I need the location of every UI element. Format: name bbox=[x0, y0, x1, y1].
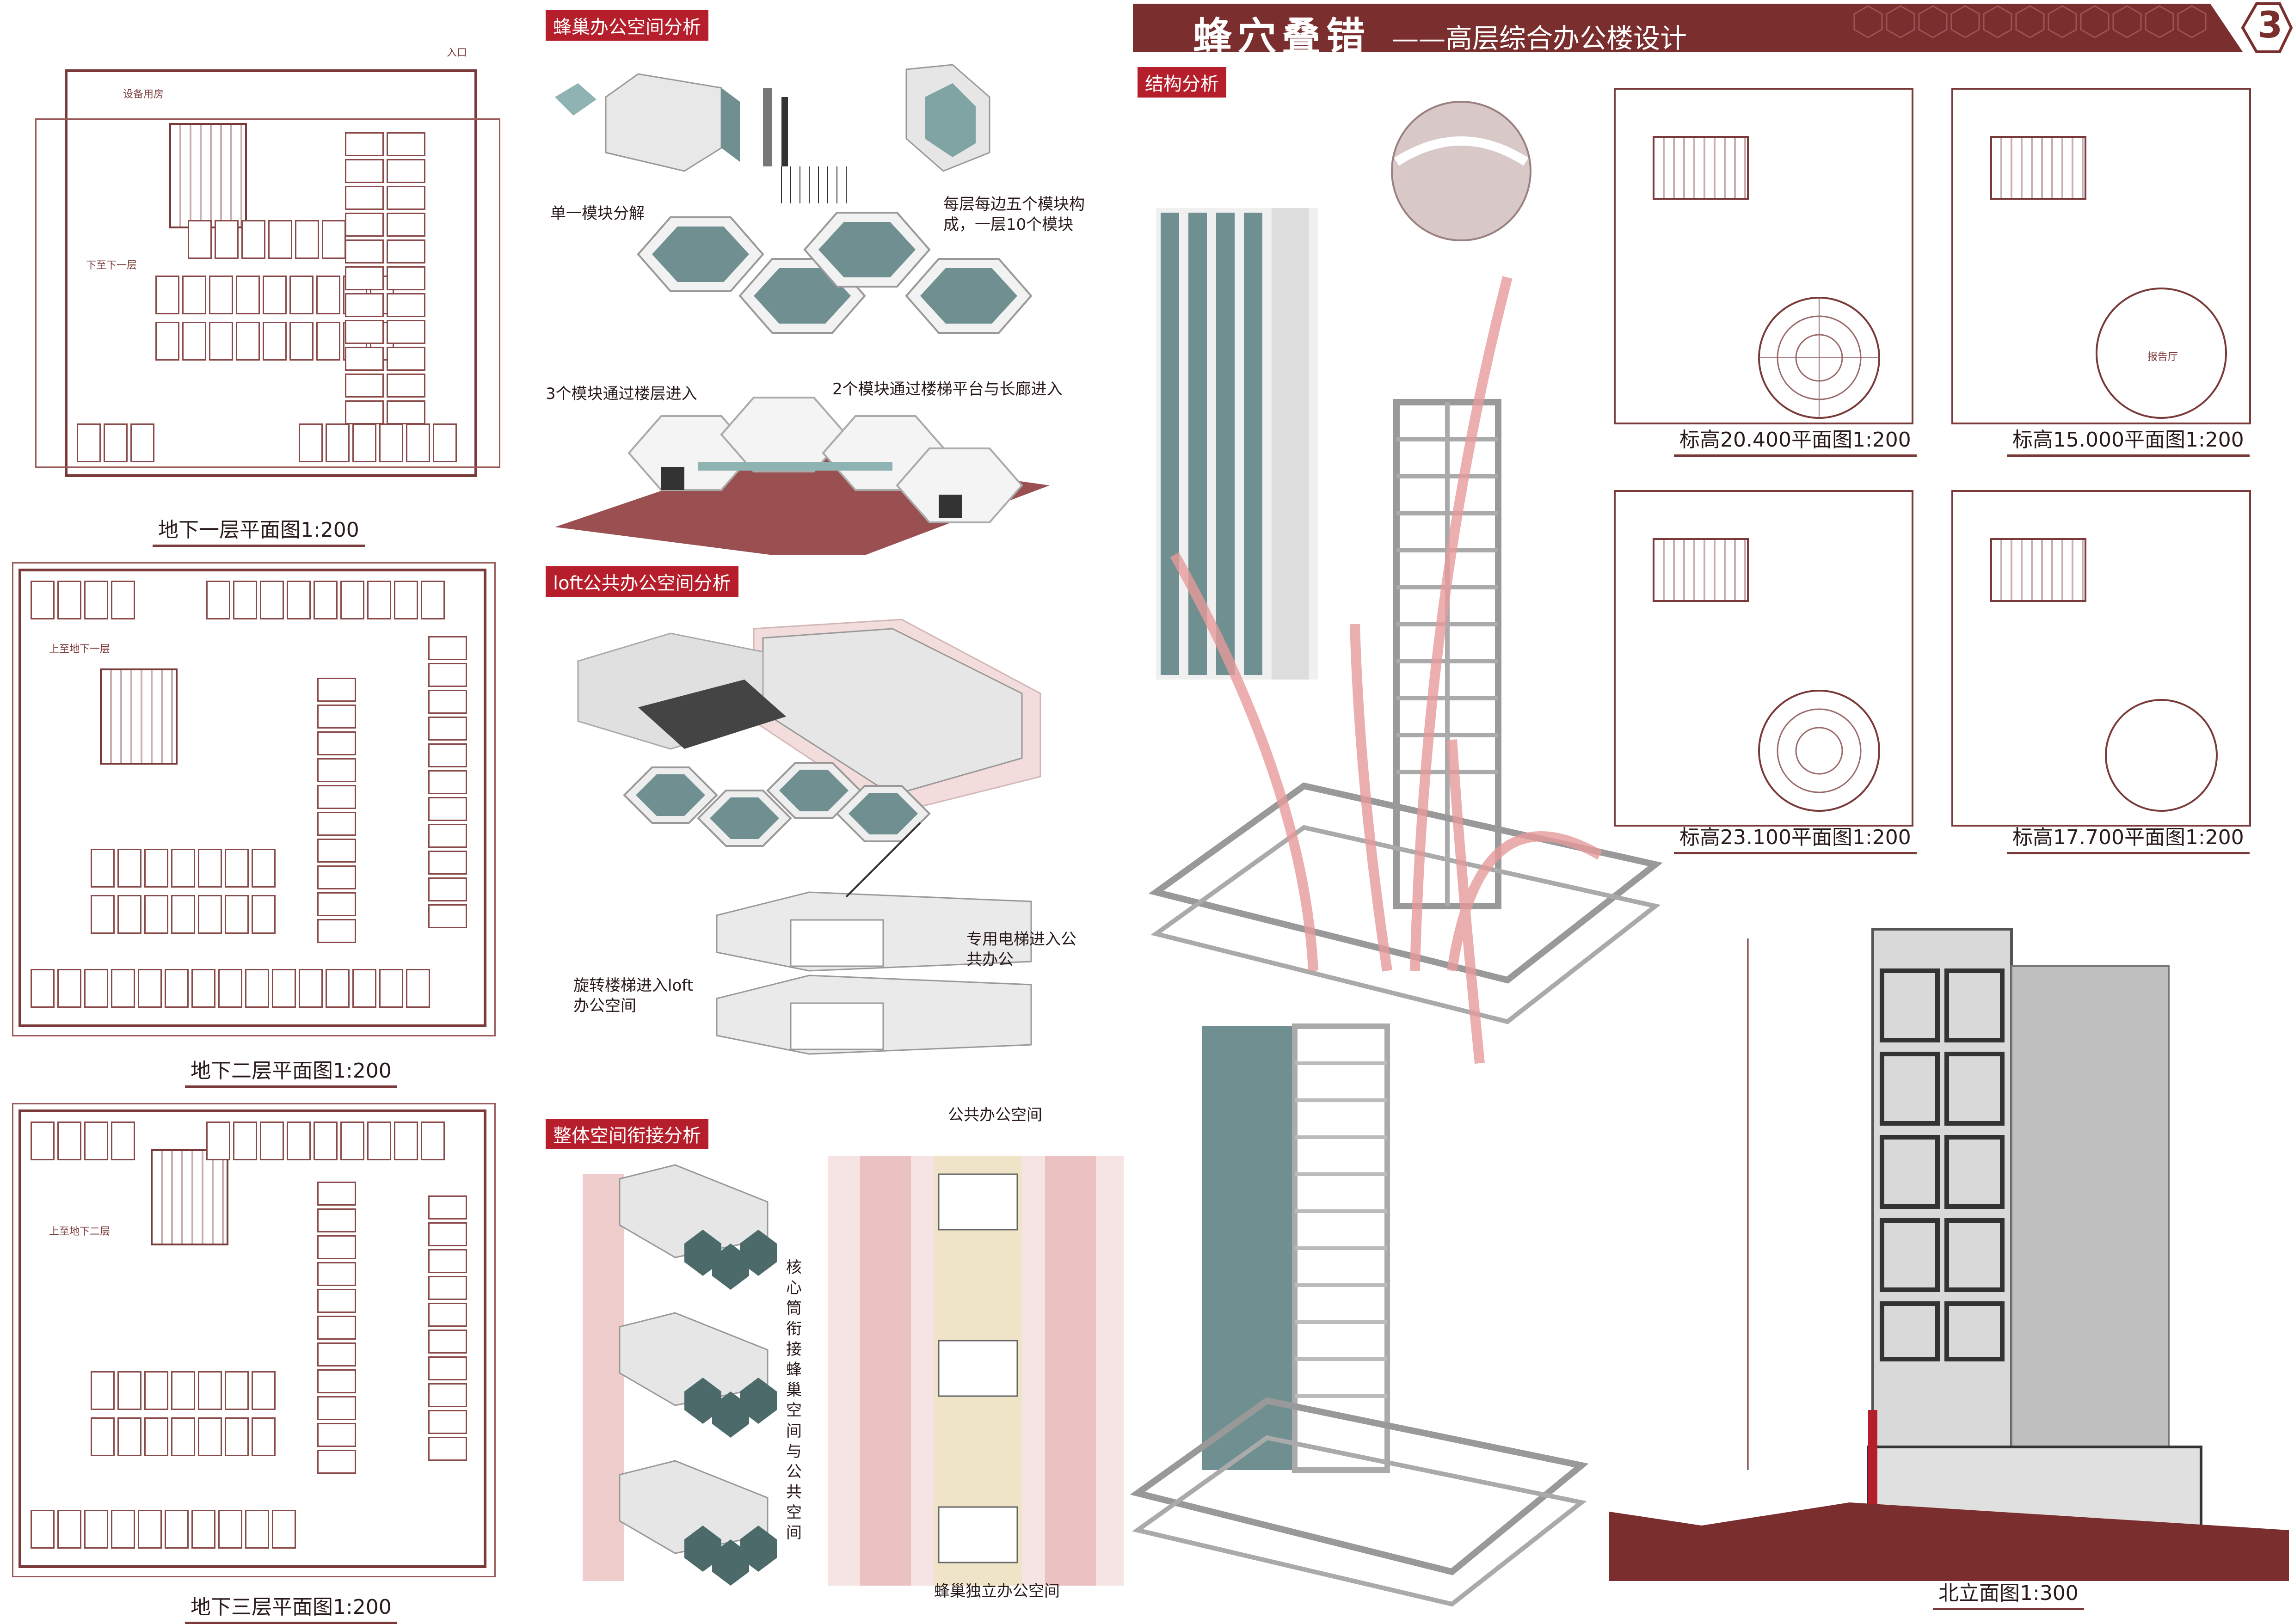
hall-plan bbox=[2096, 288, 2227, 419]
honeycomb-module-diagram bbox=[555, 64, 1050, 555]
parking-row bbox=[91, 1371, 276, 1410]
loft-diagram bbox=[577, 619, 1041, 1055]
plan-20-400 bbox=[1614, 88, 1913, 424]
loft-analysis-tag: loft公共办公空间分析 bbox=[546, 566, 738, 597]
basement-1-plan: 入口 下至下一层 设备用房 bbox=[35, 47, 500, 477]
page-title: 蜂穴叠错 bbox=[1193, 13, 1371, 59]
overall-connection-diagram bbox=[583, 1156, 1124, 1586]
core-tube bbox=[1990, 538, 2086, 602]
structure-analysis-tag: 结构分析 bbox=[1138, 67, 1226, 98]
north-elevation bbox=[1609, 928, 2289, 1581]
ramp-label: 下至下一层 bbox=[86, 260, 137, 271]
basement-3-outer-line bbox=[12, 1103, 496, 1577]
core-tube bbox=[151, 1149, 228, 1245]
parking-column bbox=[428, 1195, 467, 1461]
core-tube bbox=[100, 668, 178, 765]
enter2-note: 2个模块通过楼梯平台与长廊进入 bbox=[832, 380, 1063, 398]
plan-20-400-caption: 标高20.400平面图1:200 bbox=[1674, 423, 1917, 457]
parking-row bbox=[31, 1121, 135, 1160]
basement-1-outer-line bbox=[35, 118, 500, 468]
elevator-note: 专用电梯进入公共办公 bbox=[966, 930, 1076, 969]
core-tube bbox=[1653, 136, 1749, 200]
ramp-label: 上至地下一层 bbox=[49, 643, 111, 655]
core-tube bbox=[1990, 136, 2086, 200]
enter3-note: 3个模块通过楼层进入 bbox=[546, 385, 697, 403]
entry-label: 入口 bbox=[447, 47, 467, 59]
dome-plan bbox=[1758, 297, 1880, 419]
hall-plan bbox=[2105, 699, 2218, 812]
header-banner-shape bbox=[1133, 2, 2293, 53]
structure-diagram bbox=[1130, 101, 1663, 1607]
basement-2-outer-line bbox=[12, 562, 496, 1036]
parking-column bbox=[428, 636, 467, 928]
stair-note: 旋转楼梯进入loft办公空间 bbox=[573, 976, 693, 1016]
header-banner: 蜂穴叠错 ——高层综合办公楼设计 3 bbox=[1133, 0, 2294, 59]
core-tube bbox=[1653, 538, 1749, 602]
plan-23-100 bbox=[1614, 490, 1913, 827]
parking-row bbox=[31, 969, 430, 1008]
parking-row bbox=[206, 581, 445, 619]
parking-row bbox=[299, 423, 457, 462]
module-note: 单一模块分解 bbox=[550, 204, 645, 223]
parking-column bbox=[317, 678, 356, 943]
page-number: 3 bbox=[2257, 5, 2283, 46]
room-label: 设备用房 bbox=[123, 89, 164, 100]
plan-15-000: 报告厅 bbox=[1951, 88, 2251, 424]
honeycomb-analysis-tag: 蜂巢办公空间分析 bbox=[546, 10, 708, 41]
hall-label: 报告厅 bbox=[2147, 351, 2178, 363]
parking-row bbox=[91, 1417, 276, 1456]
plan-23-100-caption: 标高23.100平面图1:200 bbox=[1674, 821, 1917, 854]
overall-analysis-tag: 整体空间衔接分析 bbox=[546, 1119, 708, 1149]
parking-row bbox=[155, 276, 394, 314]
page-subtitle: ——高层综合办公楼设计 bbox=[1392, 23, 1687, 54]
dome-plan bbox=[1758, 690, 1880, 812]
layer-note: 每层每边五个模块构成，一层10个模块 bbox=[943, 195, 1085, 234]
basement-3-caption: 地下三层平面图1:200 bbox=[185, 1590, 397, 1624]
parking-row bbox=[31, 581, 135, 619]
public-note: 公共办公空间 bbox=[948, 1106, 1042, 1124]
plan-17-700-caption: 标高17.700平面图1:200 bbox=[2007, 821, 2250, 854]
parking-column bbox=[345, 132, 384, 424]
parking-row bbox=[91, 849, 276, 888]
plan-17-700 bbox=[1951, 490, 2251, 827]
basement-3-plan: 上至地下二层 bbox=[12, 1103, 496, 1577]
parking-row bbox=[31, 1510, 296, 1549]
ramp-label: 上至地下二层 bbox=[49, 1226, 111, 1238]
parking-column bbox=[387, 132, 425, 424]
core-note: 核心筒衔接蜂巢空间与公共空间 bbox=[786, 1258, 802, 1543]
plan-15-000-caption: 标高15.000平面图1:200 bbox=[2007, 423, 2250, 457]
basement-2-caption: 地下二层平面图1:200 bbox=[185, 1054, 397, 1088]
parking-row bbox=[188, 220, 346, 259]
parking-row bbox=[77, 423, 154, 462]
parking-column bbox=[317, 1182, 356, 1474]
parking-row bbox=[206, 1121, 445, 1160]
core-tube bbox=[169, 123, 247, 228]
basement-1-caption: 地下一层平面图1:200 bbox=[153, 513, 365, 547]
basement-2-plan: 上至地下一层 bbox=[12, 562, 496, 1036]
north-elevation-caption: 北立面图1:300 bbox=[1933, 1576, 2084, 1610]
parking-row bbox=[91, 895, 276, 934]
independent-note: 蜂巢独立办公空间 bbox=[934, 1582, 1060, 1600]
